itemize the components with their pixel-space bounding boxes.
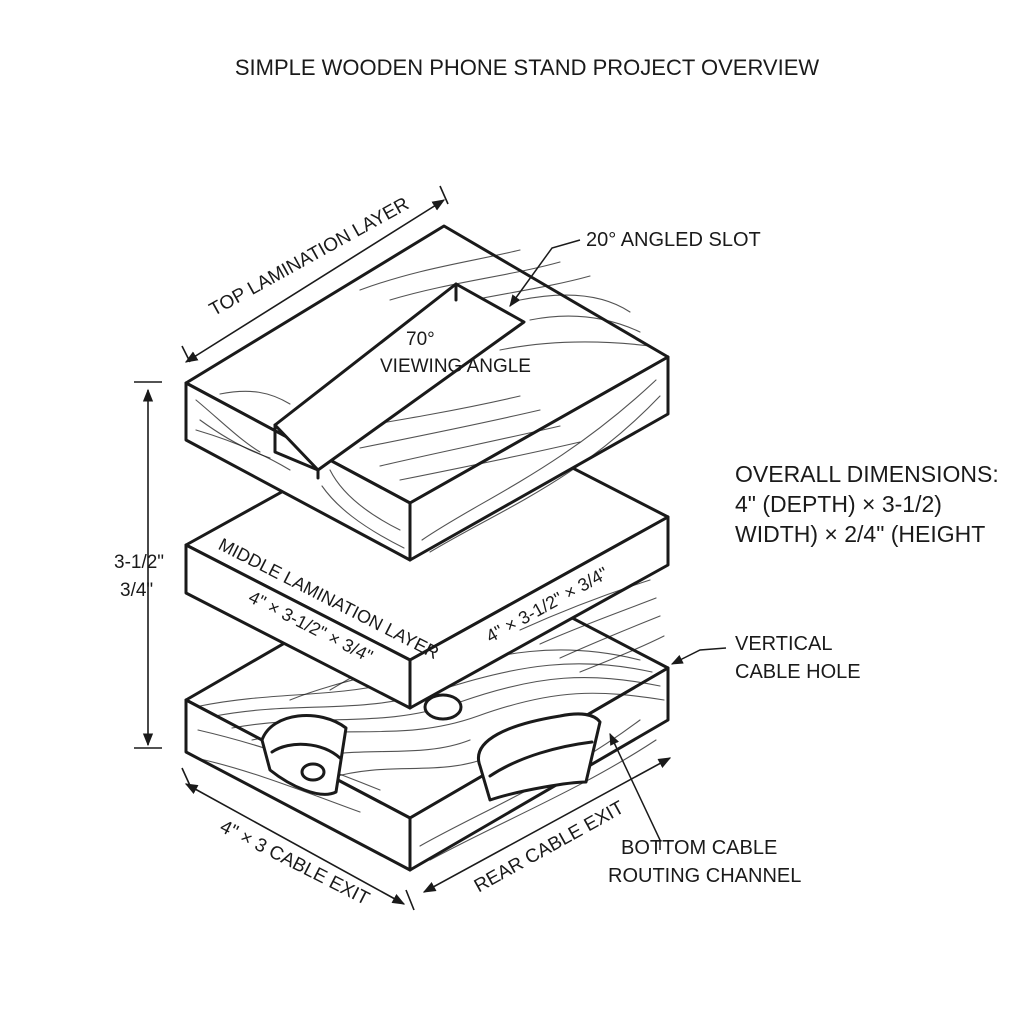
label-vertical-cable-hole-1: VERTICAL: [735, 633, 832, 655]
label-angled-slot: 20° ANGLED SLOT: [586, 229, 761, 251]
front-cable-exit-hole: [300, 762, 326, 782]
middle-wood-grain: [519, 579, 665, 673]
label-overall-dimensions-2: 4" (DEPTH) × 3-1/2): [735, 491, 942, 517]
label-viewing-angle-value: 70°: [406, 329, 435, 350]
label-overall-dimensions-3: WIDTH) × 2/4" (HEIGHT: [735, 521, 985, 547]
label-vertical-cable-hole-2: CABLE HOLE: [735, 661, 861, 683]
label-overall-dimensions-1: OVERALL DIMENSIONS:: [735, 461, 999, 487]
label-viewing-angle-text: VIEWING ANGLE: [380, 356, 531, 377]
label-height-dimension-2: 3/4": [120, 580, 153, 601]
top-layer-right-face: [408, 355, 670, 562]
top-lamination-layer: [184, 224, 670, 562]
leader-lines: [509, 239, 727, 850]
label-bottom-channel-2: ROUTING CHANNEL: [608, 865, 801, 887]
label-bottom-channel-1: BOTTOM CABLE: [621, 837, 777, 859]
vertical-cable-hole: [423, 693, 463, 721]
diagram-title: SIMPLE WOODEN PHONE STAND PROJECT OVERVI…: [235, 55, 820, 80]
dimension-lines: [134, 185, 672, 911]
middle-layer-right-face: [408, 515, 670, 710]
label-height-dimension-1: 3-1/2": [114, 552, 164, 573]
